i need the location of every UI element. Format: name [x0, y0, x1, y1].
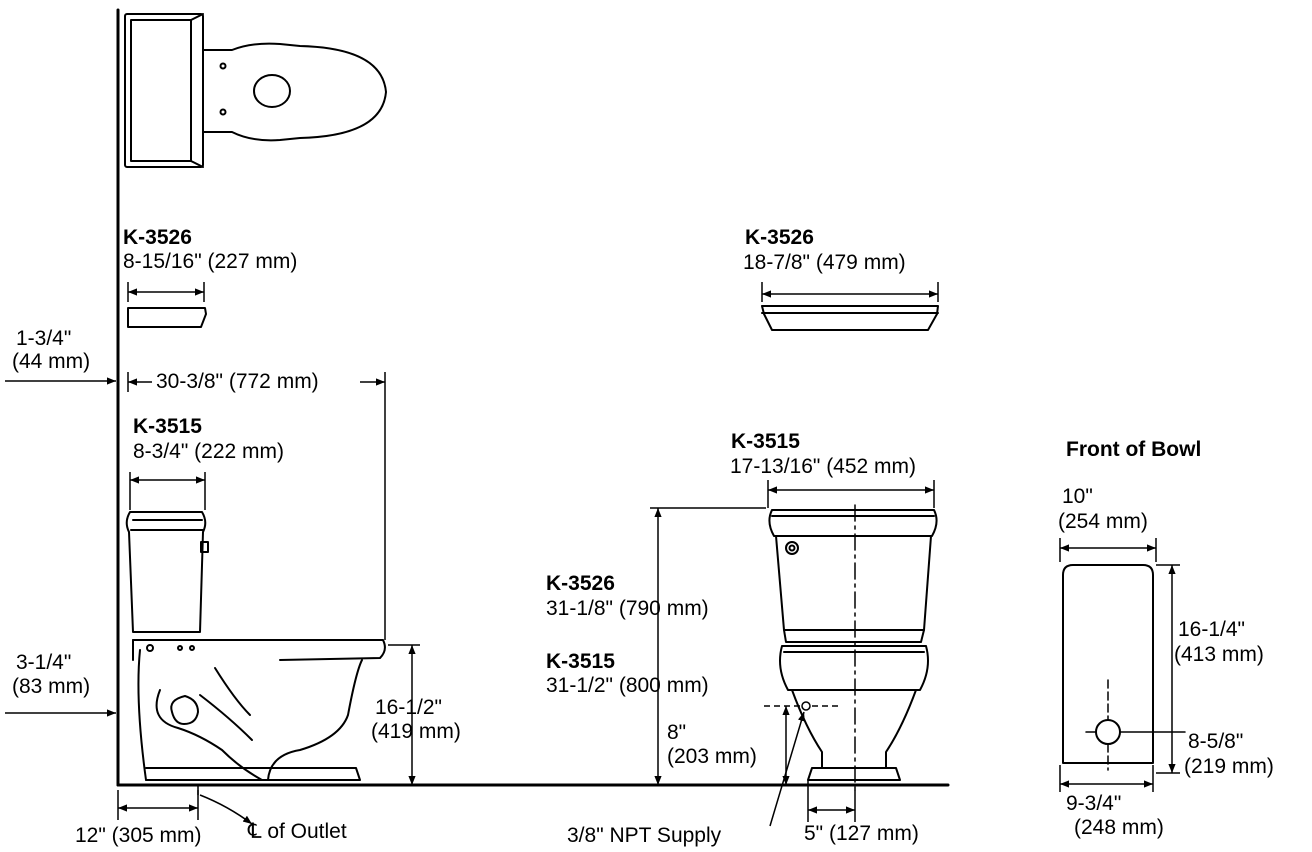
height-k3515-value-label: 31-1/2" (800 mm): [546, 674, 709, 697]
height-k3526-model-label: K-3526: [546, 572, 615, 595]
supply-height-in-label: 8": [667, 721, 687, 744]
height-k3526-value-label: 31-1/8" (790 mm): [546, 597, 709, 620]
wall-offset-in-label: 1-3/4": [16, 327, 72, 350]
bowl-top-width-in-label: 10": [1062, 485, 1093, 508]
rim-height-in-label: 16-1/2": [375, 696, 442, 719]
bowl-height-in-label: 16-1/4": [1178, 618, 1245, 641]
rough-in-label: 12" (305 mm): [75, 824, 202, 847]
front-k3515-width-label: 17-13/16" (452 mm): [730, 455, 917, 478]
side-view-toilet: [125, 511, 386, 781]
outlet-centerline-label: ℄ of Outlet: [248, 820, 347, 843]
rim-height-mm-label: (419 mm): [371, 720, 461, 743]
overall-depth-label: 30-3/8" (772 mm): [156, 370, 319, 393]
bowl-outlet-height-in-label: 8-5/8": [1188, 730, 1244, 753]
supply-offset-mm-label: (83 mm): [12, 675, 91, 698]
height-k3515-model-label: K-3515: [546, 650, 615, 673]
supply-offset-label: 5" (127 mm): [804, 822, 919, 845]
front-k3526-width-label: 18-7/8" (479 mm): [743, 251, 906, 274]
side-k3515-model-label: K-3515: [133, 415, 202, 438]
wall-offset-mm-label: (44 mm): [12, 350, 91, 373]
bowl-height-mm-label: (413 mm): [1174, 643, 1264, 666]
supply-height-mm-label: (203 mm): [667, 745, 757, 768]
front-k3526-model-label: K-3526: [745, 226, 814, 249]
side-k3515-width-label: 8-3/4" (222 mm): [133, 440, 284, 463]
k3526-front-lid-profile: [761, 305, 939, 331]
bowl-bottom-width-in-label: 9-3/4": [1066, 792, 1122, 815]
bowl-top-width-mm-label: (254 mm): [1058, 510, 1148, 533]
front-view-toilet: [768, 504, 938, 791]
top-k3526-width-label: 8-15/16" (227 mm): [123, 250, 298, 273]
npt-supply-label: 3/8" NPT Supply: [567, 824, 722, 847]
bowl-outlet-height-mm-label: (219 mm): [1184, 755, 1274, 778]
front-k3515-model-label: K-3515: [731, 430, 800, 453]
front-of-bowl-title: Front of Bowl: [1066, 438, 1202, 461]
supply-offset-in-label: 3-1/4": [16, 651, 72, 674]
top-k3526-model-label: K-3526: [123, 226, 192, 249]
top-view-toilet: [124, 13, 387, 168]
bowl-front-outline: [1062, 564, 1186, 771]
k3526-side-lid-profile: [127, 307, 207, 328]
bowl-bottom-width-mm-label: (248 mm): [1074, 816, 1164, 839]
